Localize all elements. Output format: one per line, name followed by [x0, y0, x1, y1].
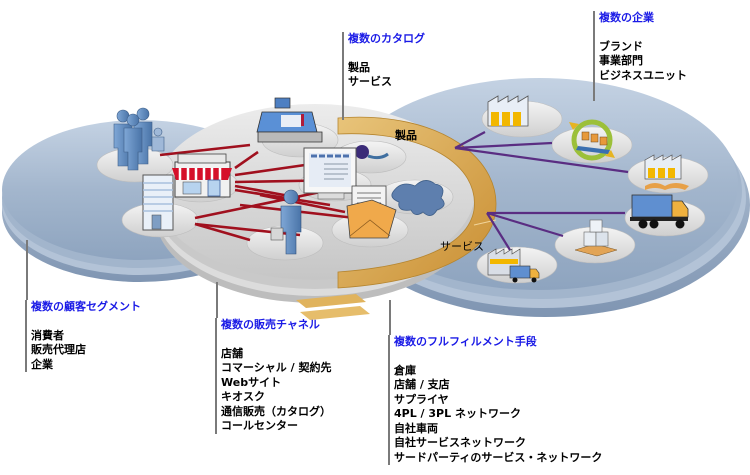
web-monitor-icon	[303, 147, 357, 200]
headset-icon	[355, 145, 389, 160]
callout-sales-channels-title: 複数の販売チャネル	[221, 318, 320, 331]
callout-enterprise-item: ブランド	[599, 39, 643, 53]
callout-sales-channels-item: コールセンター	[221, 419, 298, 432]
ring-label-products: 製品	[395, 129, 417, 142]
callout-fulfillment-title: 複数のフルフィルメント手段	[394, 335, 537, 348]
callout-customer-segments-title: 複数の顧客セグメント	[31, 300, 141, 313]
callout-fulfillment-item: 倉庫	[394, 363, 416, 377]
callout-fulfillment: 複数のフルフィルメント手段 倉庫 店舗 / 支店 サプライヤ 4PL / 3PL…	[388, 335, 602, 465]
salesperson-icon	[270, 189, 302, 255]
callout-fulfillment-item: サプライヤ	[394, 392, 449, 406]
callout-fulfillment-item: サードパーティのサービス・ネットワーク	[394, 450, 603, 464]
people-group-icon	[113, 107, 165, 171]
callout-sales-channels-item: 通信販売（カタログ）	[221, 404, 331, 418]
callout-sales-channels-item: コマーシャル / 契約先	[221, 361, 332, 374]
callout-customer-segments-item: 販売代理店	[31, 343, 86, 356]
storefront-icon	[172, 153, 232, 198]
callout-sales-channels-item: キオスク	[221, 390, 265, 403]
pallet-boxes-icon	[574, 219, 618, 257]
callout-sales-channels: 複数の販売チャネル 店舗 コマーシャル / 契約先 Webサイト キオスク 通信…	[215, 318, 331, 434]
callout-catalog-item: 製品	[348, 60, 370, 74]
callout-sales-channels-item: Webサイト	[221, 375, 282, 389]
cash-register-icon	[256, 97, 323, 143]
office-building-icon	[142, 174, 174, 231]
callout-enterprise-title: 複数の企業	[599, 11, 654, 24]
callout-fulfillment-item: 4PL / 3PL ネットワーク	[394, 407, 521, 420]
warehouse-truck-icon	[487, 248, 540, 283]
callout-catalog-item: サービス	[348, 75, 392, 88]
leader-lines	[26, 240, 391, 335]
callout-fulfillment-item: 店舗 / 支店	[394, 378, 450, 391]
callout-customer-segments: 複数の顧客セグメント 消費者 販売代理店 企業	[25, 300, 141, 372]
callout-enterprise: 複数の企業 ブランド 事業部門 ビジネスユニット	[593, 11, 687, 101]
callout-sales-channels-item: 店舗	[221, 346, 243, 360]
callout-enterprise-item: ビジネスユニット	[599, 68, 687, 82]
warehouse-icon	[487, 95, 529, 127]
callout-fulfillment-item: 自社サービスネットワーク	[394, 436, 526, 449]
callout-catalog-title: 複数のカタログ	[348, 32, 425, 45]
cycle-conveyor-icon	[569, 119, 615, 161]
ring-label-services: サービス	[440, 240, 484, 253]
fulfillment-links	[454, 131, 629, 251]
network-blob-icon	[391, 180, 445, 216]
mail-envelope-icon	[346, 185, 397, 239]
callout-catalog: 複数のカタログ 製品 サービス	[342, 32, 425, 120]
callout-enterprise-item: 事業部門	[599, 54, 643, 67]
distribution-warehouse-icon	[644, 154, 689, 190]
callout-customer-segments-item: 企業	[31, 357, 53, 371]
callout-customer-segments-item: 消費者	[31, 328, 64, 342]
delivery-truck-icon	[630, 194, 689, 229]
callout-fulfillment-item: 自社車両	[394, 421, 438, 435]
